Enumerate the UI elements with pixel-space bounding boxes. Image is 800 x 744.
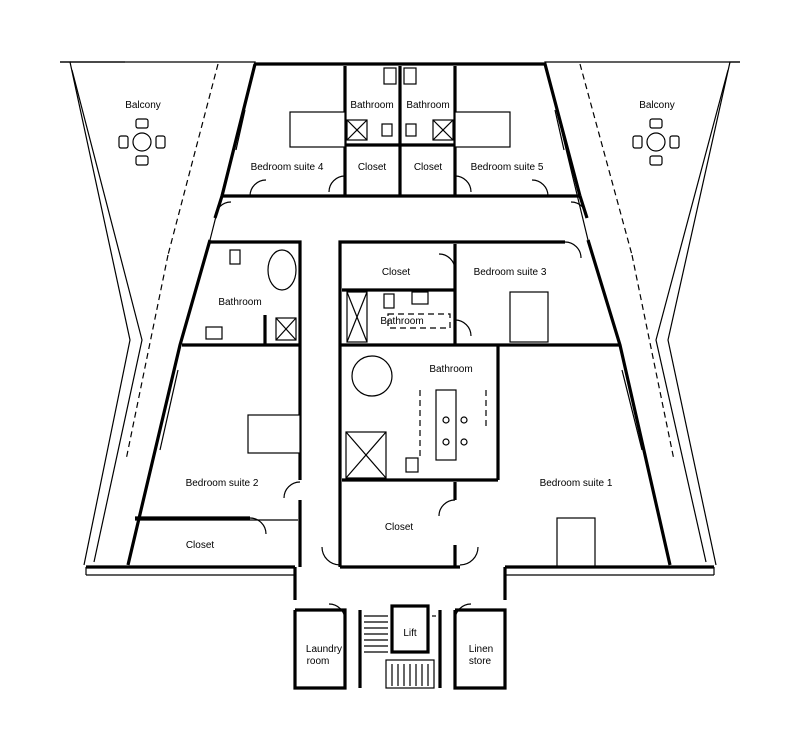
label-bedroom-suite-5: Bedroom suite 5	[471, 162, 544, 173]
label-closet-1: Closet	[385, 522, 414, 533]
label-bathroom-1: Bathroom	[429, 364, 472, 375]
balcony-right	[544, 61, 740, 566]
label-linen-line1: Linen	[469, 644, 493, 655]
label-closet-3: Closet	[382, 267, 411, 278]
upper-block-walls	[222, 66, 580, 198]
label-closet-4: Closet	[358, 162, 387, 173]
label-bathroom-4: Bathroom	[350, 100, 393, 111]
label-bedroom-suite-3: Bedroom suite 3	[474, 267, 547, 278]
label-bedroom-suite-4: Bedroom suite 4	[251, 162, 324, 173]
label-balcony-left: Balcony	[125, 100, 161, 111]
label-bedroom-suite-1: Bedroom suite 1	[540, 478, 613, 489]
label-closet-5: Closet	[414, 162, 443, 173]
label-lift: Lift	[403, 628, 417, 639]
stairs	[364, 615, 436, 689]
door-swings	[214, 175, 588, 621]
label-linen-line2: store	[469, 656, 492, 667]
label-bathroom-3: Bathroom	[380, 316, 423, 327]
label-closet-2: Closet	[186, 540, 215, 551]
label-bathroom-5: Bathroom	[406, 100, 449, 111]
balcony-furniture-left	[118, 118, 166, 166]
service-core	[293, 567, 507, 690]
label-balcony-right: Balcony	[639, 100, 675, 111]
label-laundry-line1: Laundry	[306, 644, 342, 655]
room-labels: Balcony Balcony Bedroom suite 4 Bedroom …	[125, 100, 675, 667]
label-bathroom-west: Bathroom	[218, 297, 261, 308]
label-bedroom-suite-2: Bedroom suite 2	[186, 478, 259, 489]
exterior-walls	[85, 62, 715, 576]
balcony-furniture-right	[632, 118, 680, 166]
label-laundry-line2: room	[307, 656, 330, 667]
central-walls	[135, 240, 620, 569]
